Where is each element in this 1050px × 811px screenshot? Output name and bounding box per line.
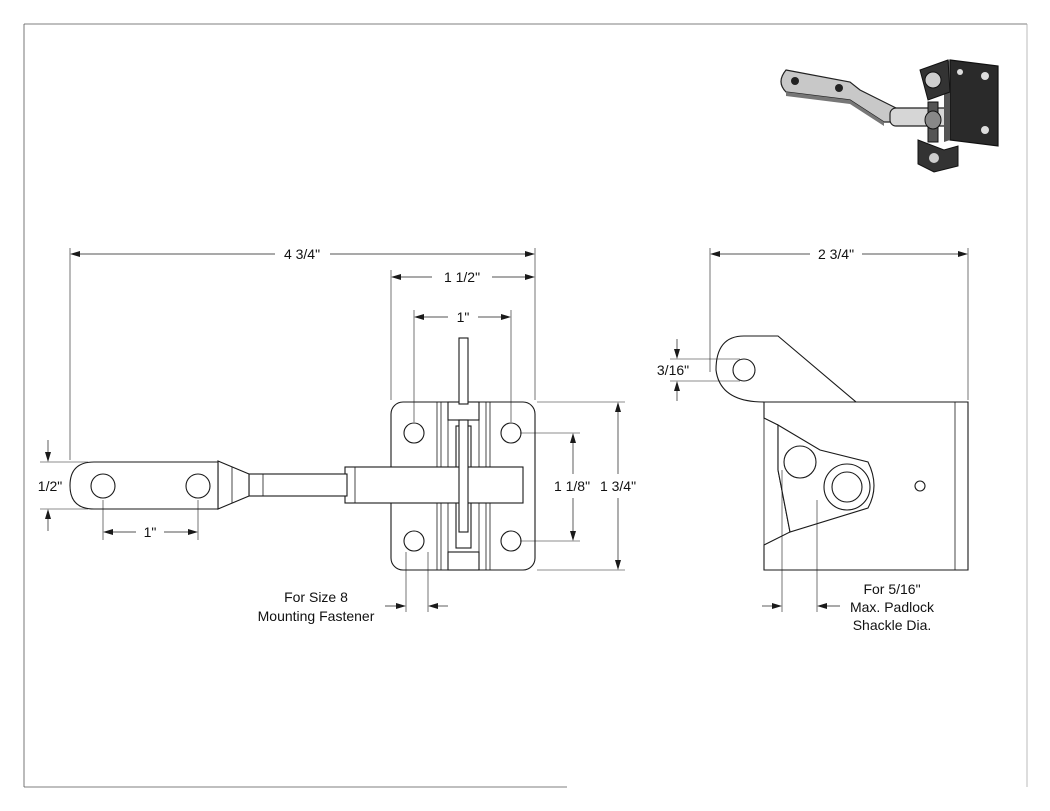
mounting-hole — [403, 530, 425, 552]
handle-hole — [185, 473, 211, 499]
dimension-lines — [40, 248, 969, 612]
sliding-bolt — [344, 466, 524, 504]
mounting-hole — [403, 422, 425, 444]
front-view — [69, 337, 536, 571]
handle-hole — [90, 473, 116, 499]
dim-hole-spacing-vertical: 1 1/8" — [554, 478, 590, 494]
dim-handle-hole-spacing: 1" — [144, 524, 157, 540]
note-padlock-line2: Max. Padlock — [850, 599, 935, 615]
note-padlock-line3: Shackle Dia. — [853, 617, 932, 633]
dim-side-hole-dia: 3/16" — [657, 362, 689, 378]
dim-overall-length: 4 3/4" — [284, 246, 320, 262]
dim-handle-height: 1/2" — [38, 478, 62, 494]
mounting-hole — [500, 422, 522, 444]
dim-side-depth: 2 3/4" — [818, 246, 854, 262]
top-lug — [715, 335, 858, 403]
side-view — [715, 335, 969, 571]
note-padlock-line1: For 5/16" — [863, 581, 920, 597]
dim-plate-height: 1 3/4" — [600, 478, 636, 494]
note-fastener-line2: Mounting Fastener — [258, 608, 375, 624]
mounting-hole — [500, 530, 522, 552]
latch-pin — [458, 337, 469, 405]
isometric-thumbnail — [780, 59, 999, 173]
side-hole — [783, 445, 817, 479]
dim-plate-width: 1 1/2" — [444, 269, 480, 285]
sheet-border — [23, 23, 1028, 788]
dim-hole-spacing-top: 1" — [457, 309, 470, 325]
note-fastener-line1: For Size 8 — [284, 589, 348, 605]
lug-hole — [732, 358, 756, 382]
padlock-hole — [831, 471, 863, 503]
handle-rod — [248, 473, 348, 497]
